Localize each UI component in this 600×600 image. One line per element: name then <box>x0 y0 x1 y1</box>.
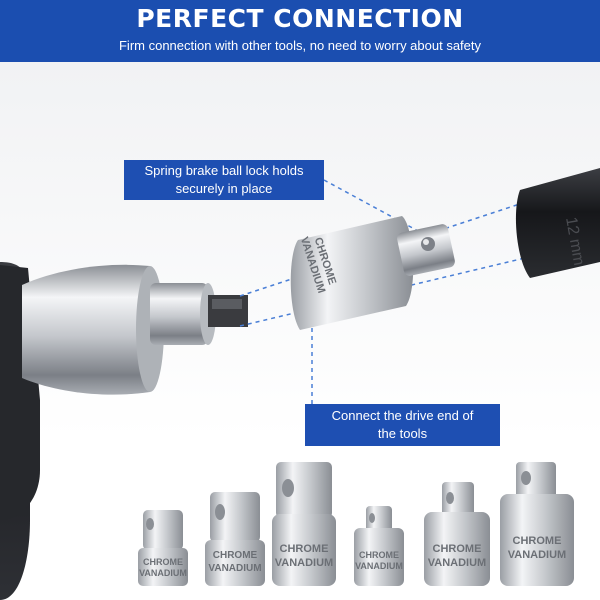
header-banner: PERFECT CONNECTION Firm connection with … <box>0 0 600 62</box>
svg-text:VANADIUM: VANADIUM <box>275 557 333 569</box>
callout-drive-end: Connect the drive end of the tools <box>305 404 500 446</box>
adapter-2: CHROME VANADIUM <box>205 492 265 586</box>
adapter-4: CHROME VANADIUM <box>354 506 404 586</box>
socket-body <box>515 168 600 278</box>
svg-text:CHROME: CHROME <box>280 543 329 555</box>
callout-ball-lock-line2: securely in place <box>175 181 273 196</box>
svg-text:CHROME: CHROME <box>513 535 562 547</box>
svg-text:CHROME: CHROME <box>143 557 183 567</box>
impact-wrench <box>0 262 248 600</box>
svg-text:VANADIUM: VANADIUM <box>508 549 566 561</box>
svg-text:CHROME: CHROME <box>359 550 399 560</box>
svg-text:VANADIUM: VANADIUM <box>208 563 261 574</box>
callout-drive-end-line1: Connect the drive end of <box>331 408 474 423</box>
svg-text:VANADIUM: VANADIUM <box>139 568 187 578</box>
spring-ball-highlight <box>423 239 429 245</box>
svg-text:CHROME: CHROME <box>433 543 482 555</box>
adapter-3: CHROME VANADIUM <box>272 462 336 586</box>
callout-ball-lock-line1: Spring brake ball lock holds <box>144 163 304 178</box>
callout-ball-lock: Spring brake ball lock holds securely in… <box>124 160 324 200</box>
svg-text:VANADIUM: VANADIUM <box>355 561 403 571</box>
adapter-set: CHROME VANADIUM CHROME VANADIUM CHROME V… <box>138 462 574 586</box>
adapter-5: CHROME VANADIUM <box>424 482 490 586</box>
impact-socket: 12 mm <box>515 168 600 278</box>
wrench-square-drive-highlight <box>212 299 242 309</box>
adapter-body <box>290 216 414 330</box>
wrench-collar <box>150 283 208 345</box>
svg-text:VANADIUM: VANADIUM <box>428 557 486 569</box>
wrench-nose <box>22 264 150 395</box>
callout-drive-end-line2: the tools <box>377 426 428 441</box>
center-adapter: CHROME VANADIUM <box>290 216 455 330</box>
banner-subtitle: Firm connection with other tools, no nee… <box>118 38 482 53</box>
banner-title: PERFECT CONNECTION <box>136 4 464 33</box>
adapter-6: CHROME VANADIUM <box>500 462 574 586</box>
adapter-1: CHROME VANADIUM <box>138 510 188 586</box>
svg-text:CHROME: CHROME <box>213 550 258 561</box>
